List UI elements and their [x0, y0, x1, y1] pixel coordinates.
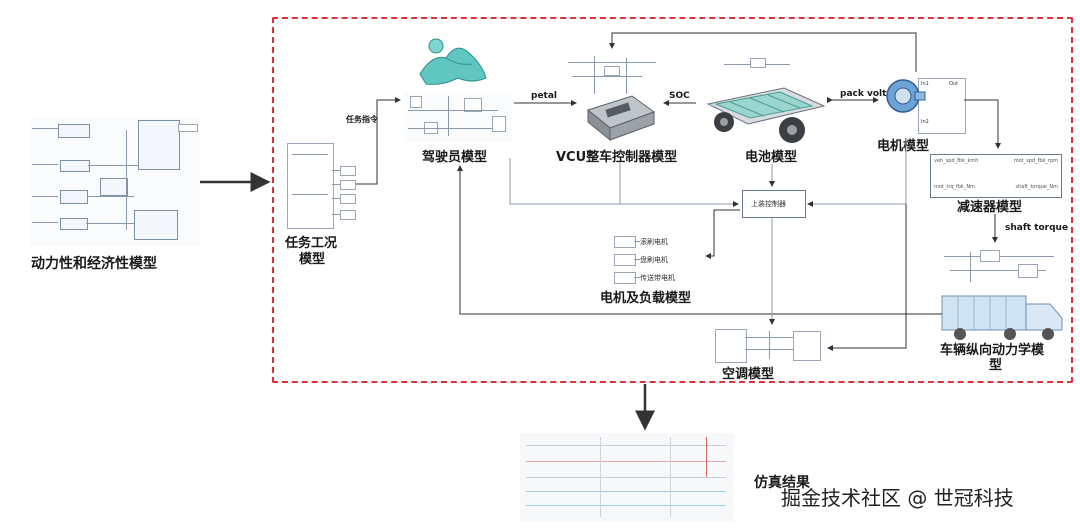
- reducer-port-out2: shaft_torque_Nm: [1015, 184, 1059, 190]
- reducer-model-title: 减速器模型: [957, 200, 1023, 215]
- reducer-model-block: veh_spd_fbk_kmh mot_spd_fbk_rpm mot_trq_…: [930, 154, 1062, 198]
- mission-model-block: [287, 143, 334, 229]
- motor-load-item-1: 滚刷电机: [640, 238, 668, 246]
- motor-load-item-2: 盘刷电机: [640, 256, 668, 264]
- driver-model-thumbnail: [404, 92, 512, 142]
- vehicle-dynamics-title-1: 车辆纵向动力学模: [940, 343, 1045, 358]
- motor-icon: [886, 79, 926, 113]
- vcu-wiring-thumbnail: [564, 52, 660, 98]
- driver-figure-icon: [419, 38, 487, 85]
- shaft-torque-label: shaft torque: [1005, 223, 1069, 233]
- simulation-results-title: 仿真结果: [754, 475, 810, 491]
- soc-label: SOC: [669, 91, 690, 101]
- left-model-title: 动力性和经济性模型: [31, 256, 157, 272]
- driver-model-title: 驾驶员模型: [422, 150, 488, 165]
- petal-label: petal: [531, 91, 558, 101]
- vcu-model-title: VCU整车控制器模型: [556, 150, 678, 165]
- pack-volt-label: pack volt: [840, 89, 887, 99]
- mission-model-title-1: 任务工况: [285, 236, 338, 251]
- motor-load-title: 电机及负载模型: [600, 291, 692, 306]
- reducer-port-in1: veh_spd_fbk_kmh: [934, 158, 979, 164]
- truck-icon: [941, 295, 1063, 340]
- vcu-controller-icon: [586, 95, 656, 142]
- motor-model-block: In1 In2 Out: [918, 78, 966, 134]
- upper-controller-title: 上装控制器: [751, 200, 786, 208]
- mission-command-label: 任务指令: [346, 115, 378, 124]
- vehicle-dynamics-title-2: 型: [989, 358, 1003, 373]
- battery-pack-icon: [706, 87, 826, 143]
- left-model-thumbnail: [30, 118, 200, 246]
- watermark-text: 掘金技术社区 @ 世冠科技: [781, 486, 1014, 510]
- vehicle-dynamics-thumbnail: [940, 246, 1062, 290]
- motor-model-title: 电机模型: [877, 139, 930, 154]
- motor-load-item-3: 传送带电机: [640, 274, 675, 282]
- aircon-title: 空调模型: [722, 367, 775, 382]
- battery-model-title: 电池模型: [745, 150, 798, 165]
- simulation-results-thumbnail: [520, 433, 734, 521]
- reducer-port-out1: mot_spd_fbk_rpm: [1013, 158, 1058, 164]
- system-boundary-frame: [272, 17, 1073, 383]
- reducer-port-in2: mot_trq_fbk_Nm: [934, 184, 975, 190]
- mission-model-title-2: 模型: [299, 252, 326, 267]
- upper-controller-block: 上装控制器: [742, 190, 806, 218]
- motor-load-thumbnail: 滚刷电机 盘刷电机 传送带电机: [606, 232, 716, 288]
- aircon-thumbnail: [713, 327, 825, 365]
- battery-wiring-thumbnail: [722, 56, 792, 78]
